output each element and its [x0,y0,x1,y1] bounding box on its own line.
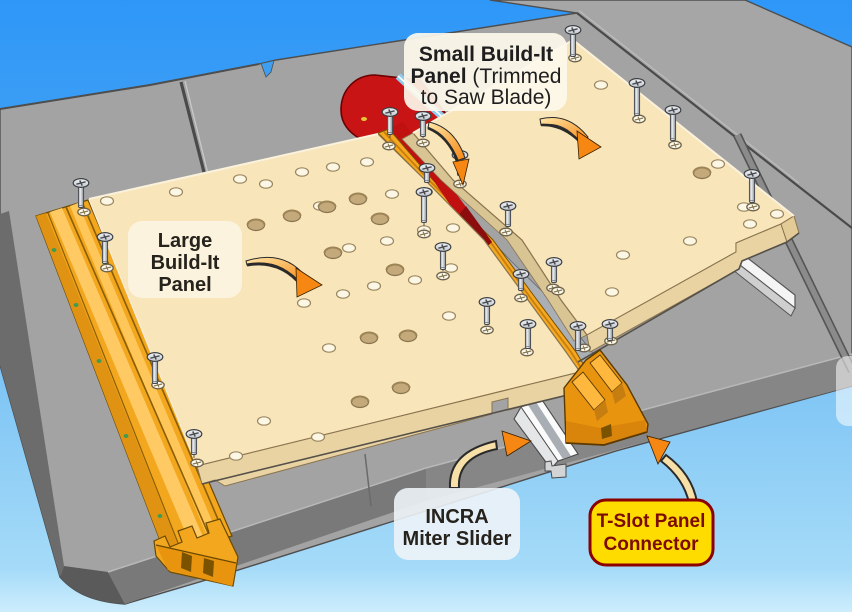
svg-text:INCRA: INCRA [425,506,488,528]
svg-text:Miter Slider: Miter Slider [403,528,512,550]
svg-text:to Saw Blade): to Saw Blade) [421,86,552,109]
svg-text:Connector: Connector [604,534,700,555]
svg-text:Panel: Panel [158,274,211,296]
svg-text:Large: Large [158,230,212,252]
svg-text:Panel (Trimmed: Panel (Trimmed [411,65,562,88]
svg-text:T-Slot Panel: T-Slot Panel [597,511,706,532]
svg-text:Small Build-It: Small Build-It [419,43,553,66]
svg-text:Build-It: Build-It [151,252,220,274]
